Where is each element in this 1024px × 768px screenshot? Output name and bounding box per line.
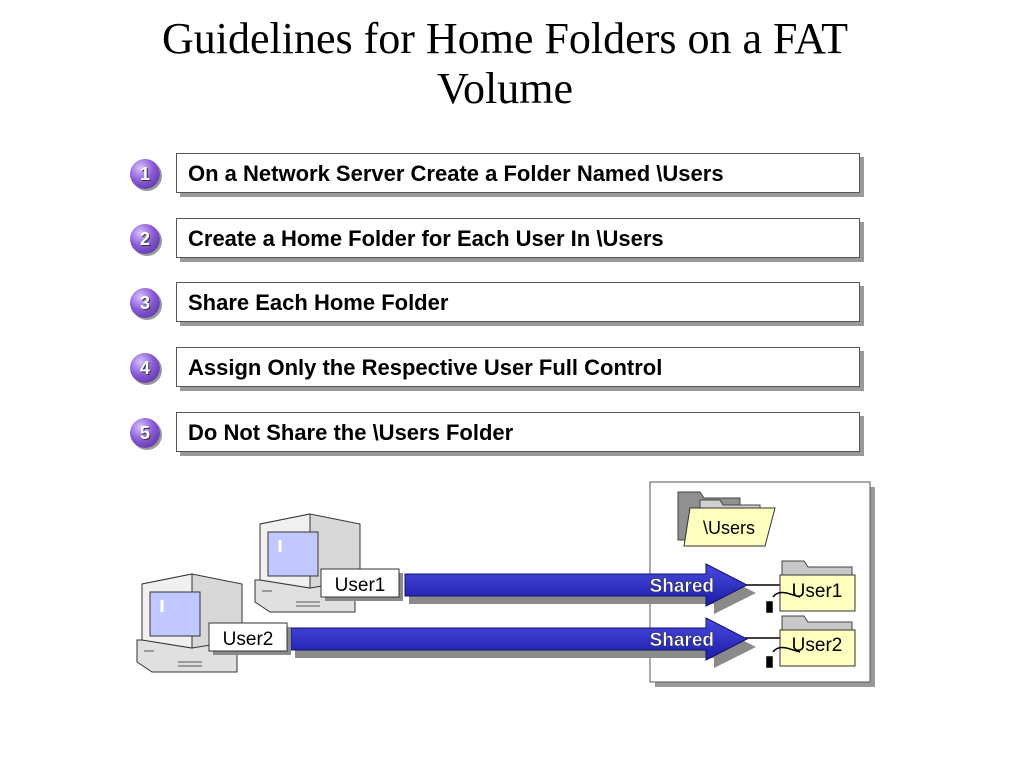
shared-arrow-user2 <box>290 617 756 668</box>
step-text: Assign Only the Respective User Full Con… <box>176 347 860 387</box>
step-1: 1 On a Network Server Create a Folder Na… <box>130 153 870 197</box>
home-folder-user2-icon <box>772 615 856 667</box>
title-line-2: Volume <box>436 64 574 113</box>
home-folder-user1-icon <box>772 560 856 612</box>
computer-label-user2: User2 <box>223 629 274 650</box>
shared-label-user2: Shared <box>650 630 714 651</box>
step-text: Share Each Home Folder <box>176 282 860 322</box>
step-text: Do Not Share the \Users Folder <box>176 412 860 452</box>
step-number-badge: 1 <box>130 159 160 189</box>
users-folder-icon <box>677 491 776 547</box>
home-folder-user1-label: User1 <box>792 581 843 602</box>
step-number-badge: 4 <box>130 353 160 383</box>
title-line-1: Guidelines for Home Folders on a FAT <box>162 14 848 63</box>
computer-label-user1-box <box>320 568 403 601</box>
step-number-badge: 2 <box>130 224 160 254</box>
shared-label-user1: Shared <box>650 576 714 597</box>
computer-label-user1: User1 <box>335 575 386 596</box>
home-folder-user2-label: User2 <box>792 635 843 656</box>
slide-title: Guidelines for Home Folders on a FAT Vol… <box>0 14 1010 114</box>
step-2: 2 Create a Home Folder for Each User In … <box>130 218 870 262</box>
users-folder-label: \Users <box>703 518 755 538</box>
step-4: 4 Assign Only the Respective User Full C… <box>130 347 870 391</box>
step-text: On a Network Server Create a Folder Name… <box>176 153 860 193</box>
step-3: 3 Share Each Home Folder <box>130 282 870 326</box>
folder-tree-lines <box>745 584 780 668</box>
step-number-badge: 5 <box>130 418 160 448</box>
computer-label-user2-box <box>208 622 291 655</box>
step-5: 5 Do Not Share the \Users Folder <box>130 412 870 456</box>
step-number-badge: 3 <box>130 288 160 318</box>
shared-arrow-user1 <box>404 563 756 614</box>
step-text: Create a Home Folder for Each User In \U… <box>176 218 860 258</box>
